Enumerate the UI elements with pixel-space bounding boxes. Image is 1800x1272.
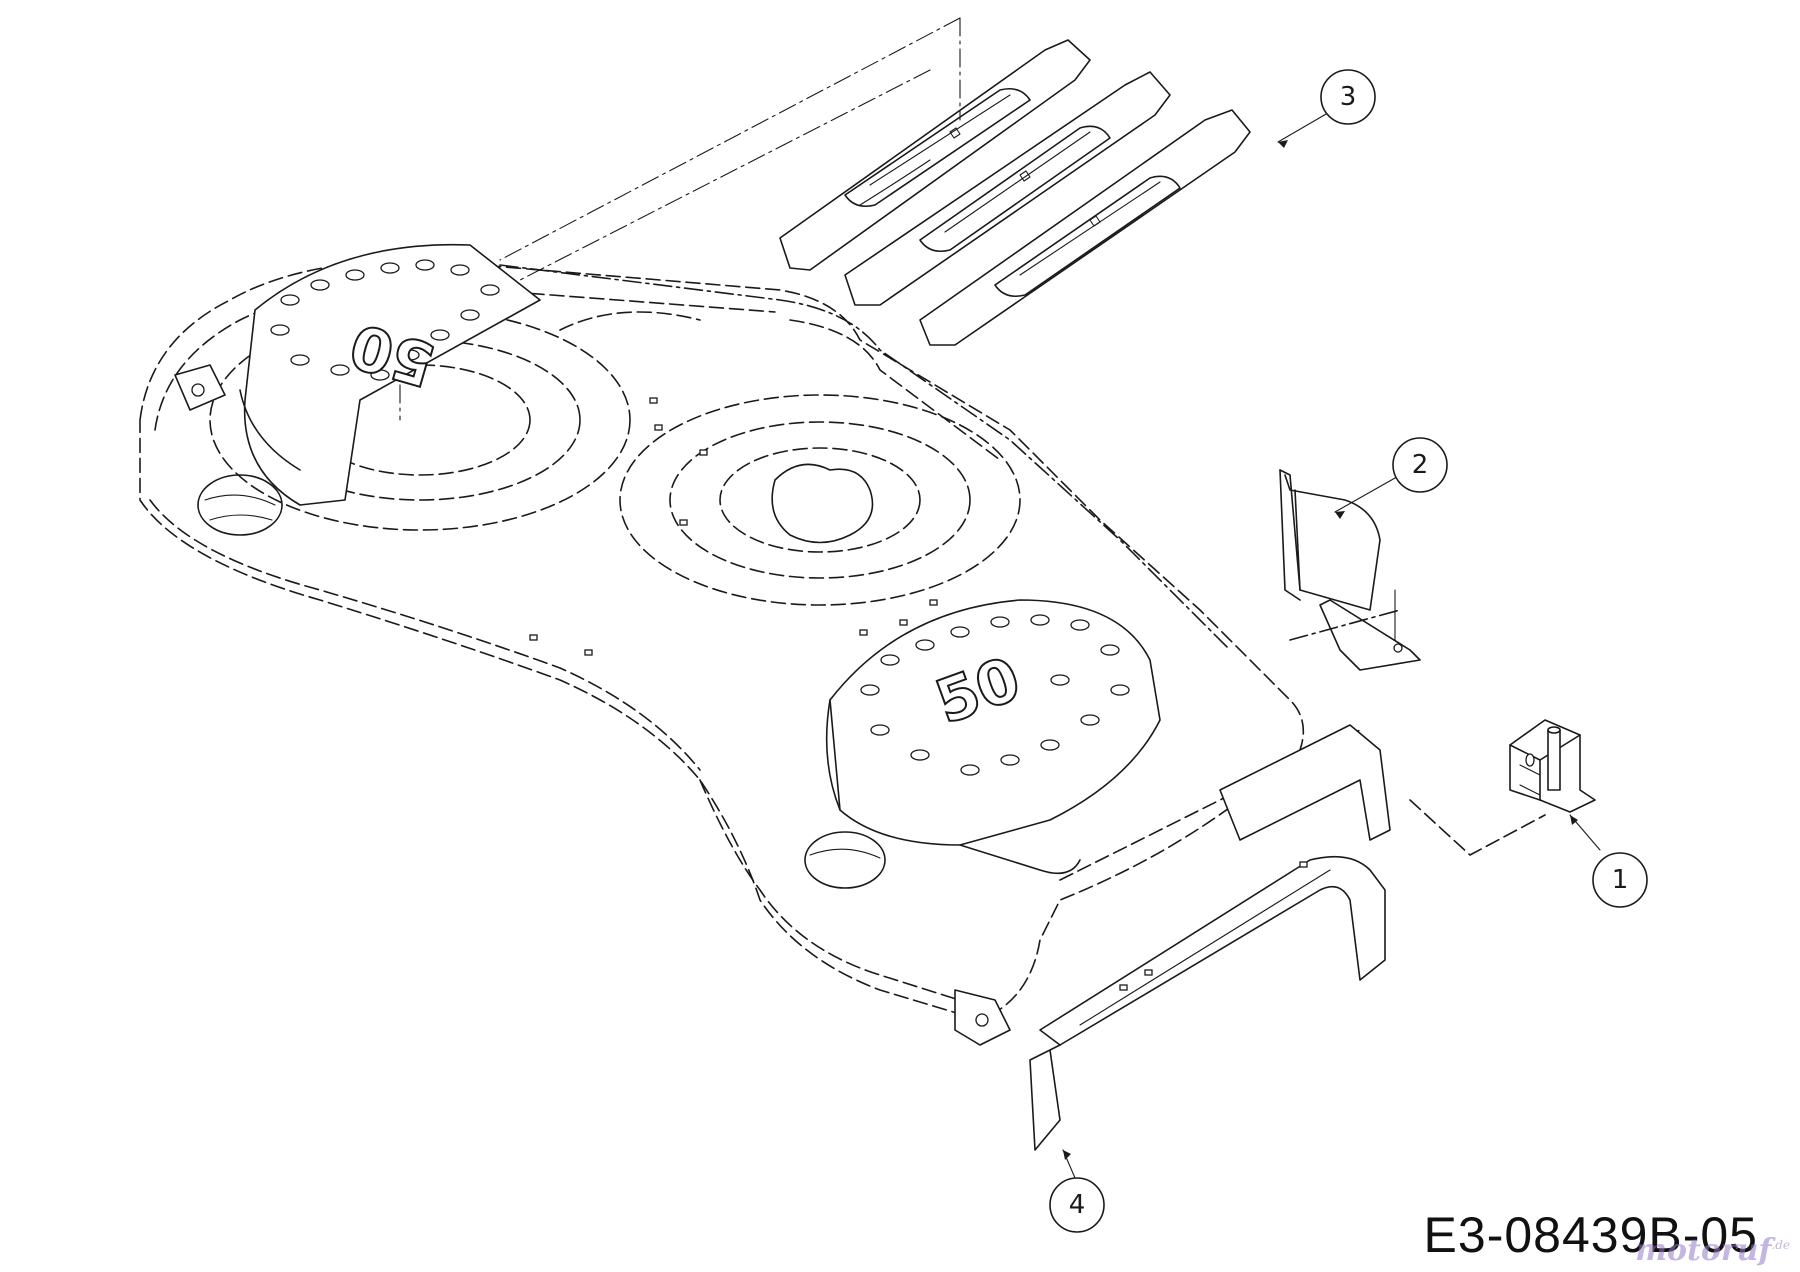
callout-1-label: 1: [1612, 865, 1629, 895]
mower-blades: [779, 39, 1334, 346]
callout-3-label: 3: [1340, 82, 1357, 112]
watermark-name: motoruf: [1635, 1233, 1772, 1268]
deck-cover-left: 50: [239, 243, 541, 506]
callout-3: 3: [1320, 69, 1376, 125]
callout-2-label: 2: [1412, 450, 1429, 480]
callout-4: 4: [1049, 1177, 1105, 1233]
drawing-code: E3-08439B-05: [1423, 1207, 1758, 1263]
callout-2: 2: [1392, 437, 1448, 493]
deck-cover-right: 50: [825, 599, 1161, 875]
watermark-logo: motoruf.de: [1635, 1236, 1790, 1266]
wheel-bracket-part: [1409, 719, 1601, 856]
baffle-part: [1279, 469, 1421, 671]
callout-1: 1: [1592, 852, 1648, 908]
callout-4-label: 4: [1069, 1190, 1086, 1220]
discharge-guard: [1029, 724, 1391, 1179]
alignment-lines: [399, 17, 961, 421]
watermark-suffix: .de: [1771, 1238, 1790, 1252]
